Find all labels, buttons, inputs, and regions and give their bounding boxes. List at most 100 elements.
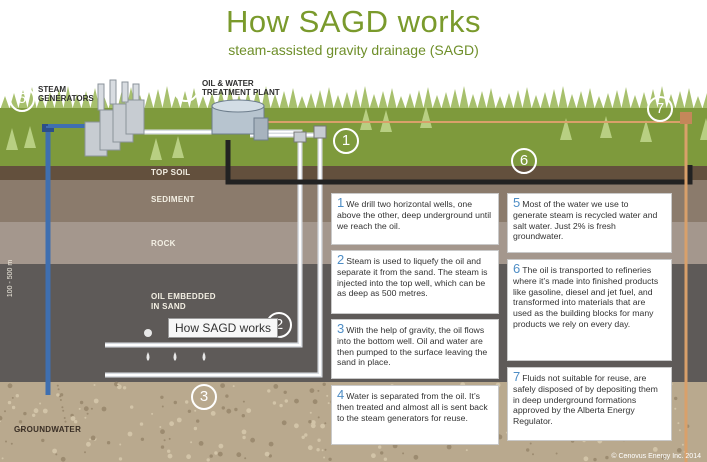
gravel-stone <box>241 414 245 418</box>
step-number: 7 <box>513 369 521 384</box>
tree <box>81 91 91 110</box>
gravel-stone <box>234 407 238 412</box>
gravel-stone <box>11 405 16 410</box>
gravel-stone <box>246 408 252 413</box>
gravel-stone <box>674 396 678 401</box>
tree <box>495 96 505 110</box>
tree <box>198 96 208 110</box>
gravel-stone <box>322 382 326 386</box>
gravel-stone <box>61 406 64 409</box>
gravel-stone <box>193 426 198 431</box>
gravel-stone <box>327 402 330 405</box>
gravel-stone <box>79 400 84 405</box>
step-text: Water is separated from the oil. It’s th… <box>337 391 488 423</box>
gravel-stone <box>244 457 247 460</box>
gravel-stone <box>56 393 60 397</box>
marker-5: 5 <box>9 86 35 112</box>
oil-droplets <box>144 329 206 361</box>
gravel-stone <box>677 422 680 425</box>
tree <box>594 96 604 110</box>
gravel-stone <box>225 394 229 398</box>
gravel-stone <box>526 448 530 452</box>
gravel-stone <box>674 407 677 410</box>
gravel-stone <box>83 406 89 412</box>
gravel-stone <box>57 388 60 391</box>
gravel-stone <box>173 400 177 405</box>
gravel-stone <box>312 399 318 405</box>
gravel-stone <box>279 403 283 408</box>
tree <box>567 94 577 110</box>
gravel-stone <box>59 399 62 401</box>
gravel-stone <box>236 452 242 458</box>
gravel-stone <box>167 453 173 459</box>
tree <box>333 95 343 110</box>
gravel-stone <box>117 383 120 386</box>
gravel-stone <box>320 423 325 429</box>
page-title: How SAGD works <box>225 4 482 39</box>
gravel-stone <box>294 398 299 404</box>
gravel-stone <box>42 408 48 414</box>
tree <box>423 87 433 110</box>
gravel-stone <box>194 409 197 412</box>
gravel-stone <box>242 400 245 403</box>
gravel-stone <box>210 411 216 416</box>
gravel-stone <box>283 390 287 394</box>
gravel-stone <box>529 442 532 445</box>
step-number: 5 <box>513 195 521 210</box>
marker-4: 4 <box>173 76 199 102</box>
tree <box>396 96 406 110</box>
gravel-stone <box>39 402 42 405</box>
gravel-stone <box>161 405 164 408</box>
gravel-stone <box>84 451 86 454</box>
gravel-stone <box>74 420 78 424</box>
tree <box>600 116 612 138</box>
tree <box>558 86 568 110</box>
gravel-stone <box>18 427 24 432</box>
gravel-stone <box>309 388 315 393</box>
gravel-stone <box>119 443 122 446</box>
tree <box>150 138 162 160</box>
gravel-stone <box>19 425 23 429</box>
gravel-stone <box>159 426 162 428</box>
gravel-stone <box>321 449 324 452</box>
tree <box>486 88 496 110</box>
tree <box>585 88 595 110</box>
step-text: Most of the water we use to generate ste… <box>513 199 658 242</box>
gravel-stone <box>317 438 321 442</box>
gravel-stone <box>605 455 609 460</box>
gravel-stone <box>583 456 589 462</box>
tree <box>360 86 370 110</box>
gravel-stone <box>268 441 274 447</box>
tree <box>702 93 707 110</box>
groundwater-label: GROUNDWATER <box>14 425 82 434</box>
gravel-stone <box>78 407 81 410</box>
tree <box>369 94 379 110</box>
top-soil-layer <box>0 166 707 180</box>
tree <box>621 87 631 110</box>
gravel-stone <box>62 409 65 412</box>
tree <box>640 120 652 142</box>
gravel-stone <box>90 435 96 441</box>
gravel-stone <box>33 408 39 414</box>
gravel-stone <box>163 439 166 442</box>
oil-sand-label: OIL EMBEDDED IN SAND <box>151 292 216 311</box>
step-text: Fluids not suitable for reuse, are safel… <box>513 373 658 427</box>
gravel-stone <box>160 395 164 399</box>
gravel-stone <box>676 448 682 453</box>
tree <box>432 95 442 110</box>
production-well-highlight <box>105 134 321 376</box>
gravel-stone <box>198 441 204 446</box>
gravel-stone <box>168 437 171 440</box>
gravel-stone <box>272 401 277 405</box>
gravel-stone <box>652 447 658 452</box>
gravel-stone <box>84 416 87 419</box>
step-text: We drill two horizontal wells, one above… <box>337 199 492 231</box>
page-subtitle: steam-assisted gravity drainage (SAGD) <box>228 42 479 58</box>
tree <box>387 88 397 110</box>
tree <box>414 90 424 110</box>
top-soil-label: TOP SOIL <box>151 168 191 177</box>
